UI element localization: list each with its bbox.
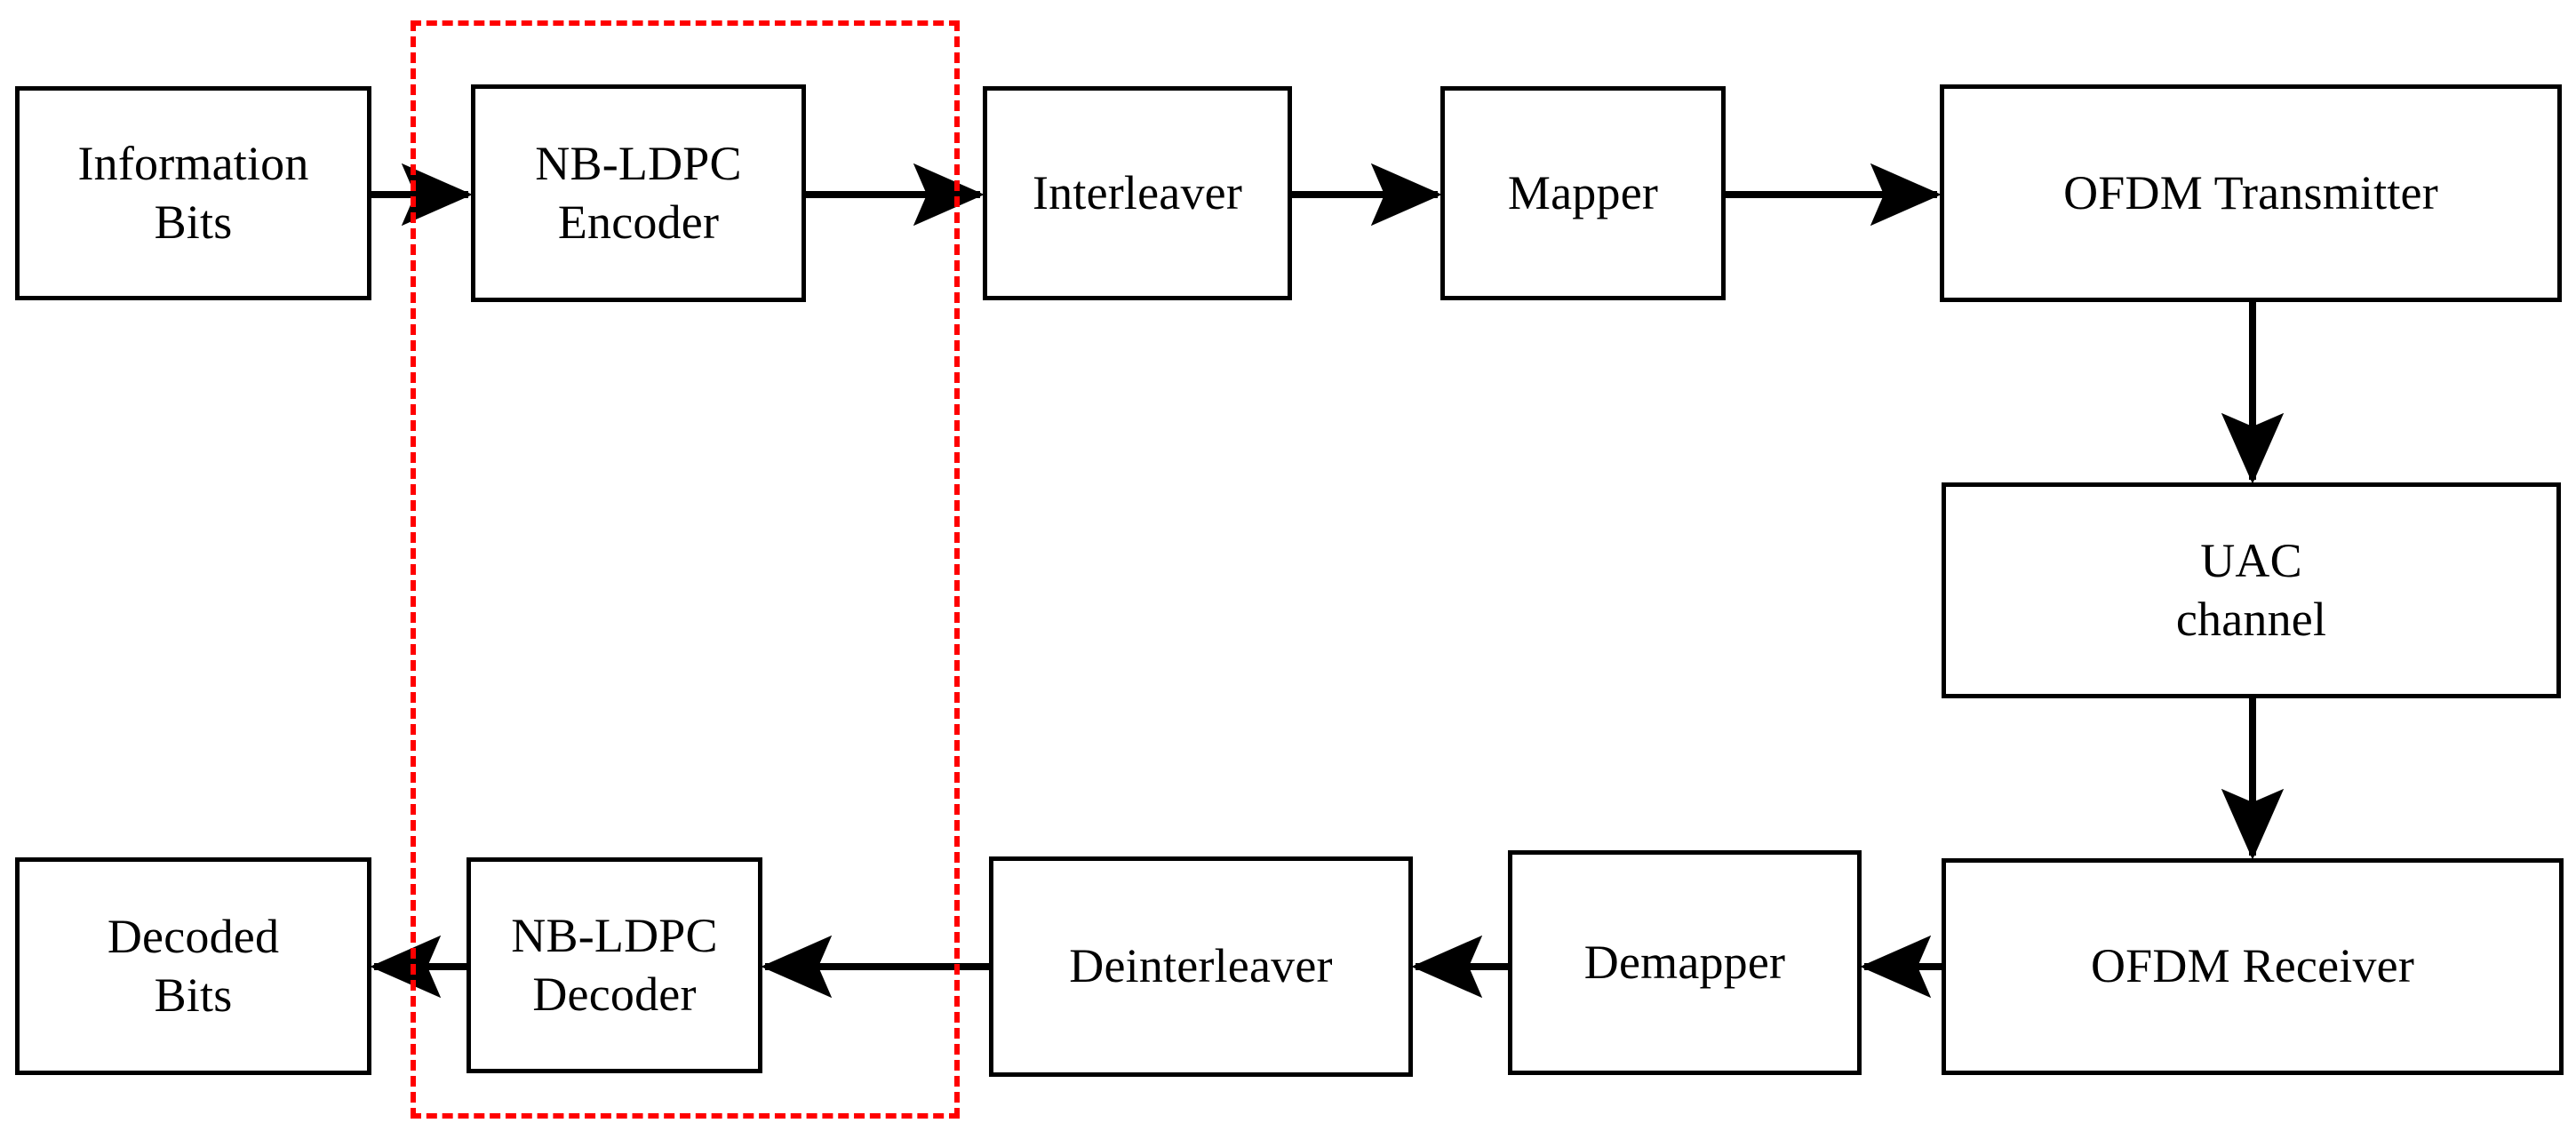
- block-label-mapper: Mapper: [1507, 165, 1659, 219]
- block-uac-channel[interactable]: UAC channel: [1942, 482, 2561, 698]
- block-information-bits[interactable]: Information Bits: [15, 86, 371, 300]
- block-ofdm-transmitter[interactable]: OFDM Transmitter: [1940, 84, 2562, 302]
- block-label-decoded-bits: Decoded Bits: [107, 909, 280, 1022]
- block-nb-ldpc-encoder[interactable]: NB-LDPC Encoder: [471, 84, 806, 302]
- block-demapper[interactable]: Demapper: [1508, 850, 1862, 1075]
- block-interleaver[interactable]: Interleaver: [983, 86, 1292, 300]
- block-nb-ldpc-decoder[interactable]: NB-LDPC Decoder: [467, 857, 762, 1073]
- block-label-demapper: Demapper: [1583, 935, 1786, 989]
- block-label-nb-ldpc-encoder: NB-LDPC Encoder: [535, 136, 742, 249]
- block-mapper[interactable]: Mapper: [1440, 86, 1726, 300]
- block-label-interleaver: Interleaver: [1032, 165, 1243, 219]
- block-label-ofdm-receiver: OFDM Receiver: [2090, 939, 2414, 993]
- block-label-uac-channel: UAC channel: [2175, 533, 2327, 646]
- block-decoded-bits[interactable]: Decoded Bits: [15, 857, 371, 1075]
- block-label-information-bits: Information Bits: [77, 136, 309, 249]
- block-deinterleaver[interactable]: Deinterleaver: [989, 856, 1413, 1077]
- nb-ldpc-codec-highlight-box: [411, 20, 960, 1119]
- block-label-deinterleaver: Deinterleaver: [1069, 939, 1333, 993]
- block-label-nb-ldpc-decoder: NB-LDPC Decoder: [511, 908, 718, 1021]
- block-label-ofdm-transmitter: OFDM Transmitter: [2063, 165, 2438, 219]
- block-ofdm-receiver[interactable]: OFDM Receiver: [1942, 858, 2564, 1075]
